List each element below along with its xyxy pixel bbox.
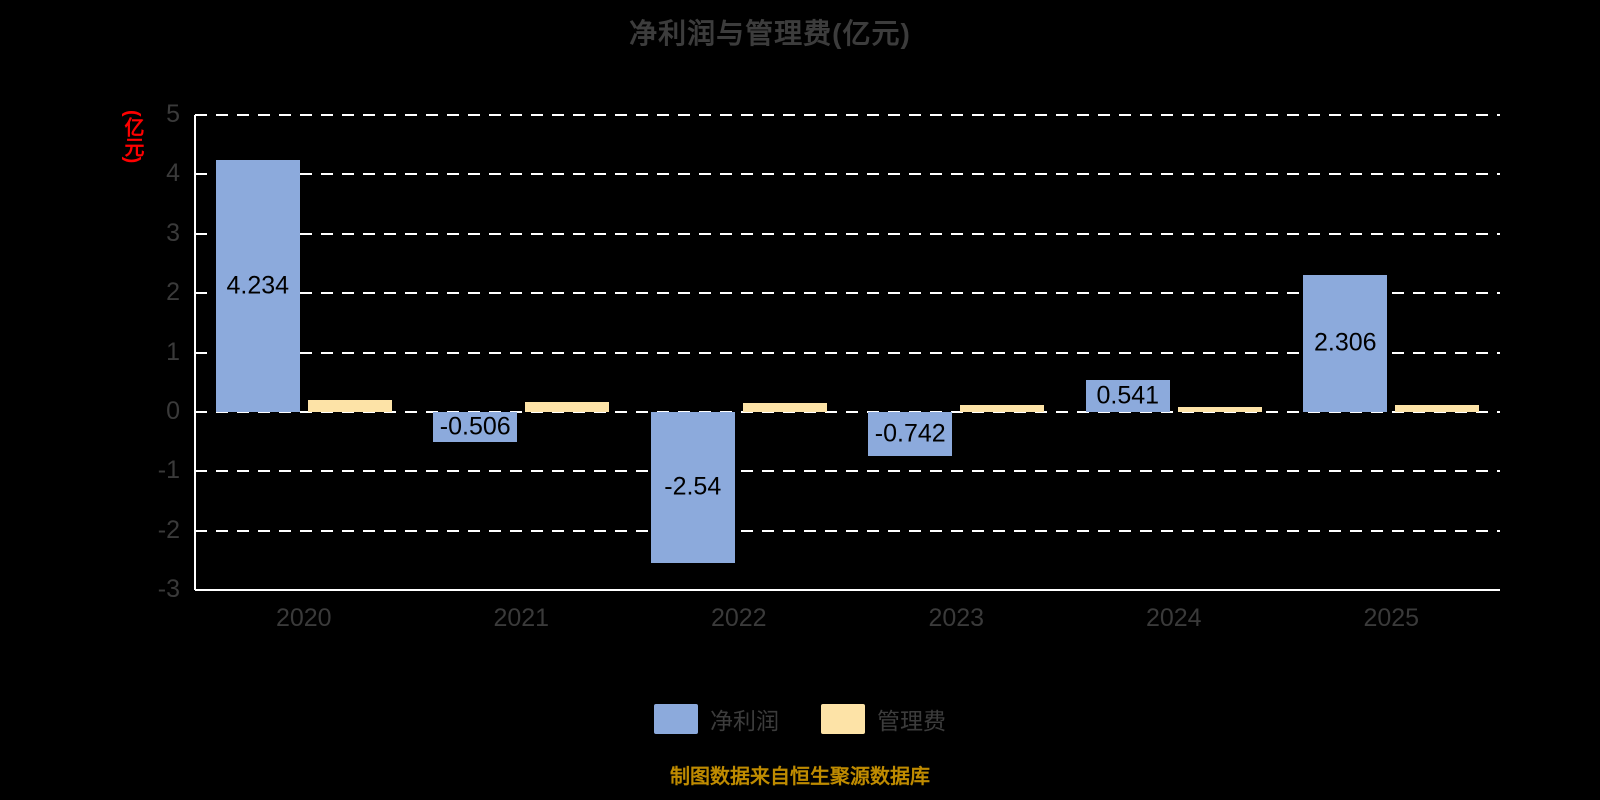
- bar-value-label-net-profit-2024: 0.541: [1096, 381, 1160, 410]
- bar-value-label-net-profit-2023: -0.742: [874, 419, 946, 448]
- bar-net-profit-2023: [868, 411, 953, 456]
- bar-management-fee-2020: [307, 400, 392, 412]
- legend-item-management-fee: 管理费: [821, 702, 946, 736]
- chart-title: 净利润与管理费(亿元): [629, 18, 911, 49]
- bar-value-label-net-profit-2022: -2.54: [664, 472, 722, 501]
- y-tick-label-5: 5: [166, 100, 180, 128]
- bar-net-profit-2020: [215, 160, 300, 412]
- gridline-y-2: [195, 292, 1500, 295]
- y-tick-label-4: 4: [166, 159, 180, 188]
- x-tick-label-2021: 2021: [493, 604, 550, 632]
- bar-management-fee-2022: [742, 402, 827, 412]
- legend-label-net-profit: 净利润: [710, 708, 779, 734]
- bar-value-label-net-profit-2025: 2.306: [1313, 328, 1377, 357]
- management-fee-swatch: [821, 704, 865, 734]
- y-tick-label-0: 0: [166, 396, 180, 425]
- gridline-y-3: [195, 232, 1500, 235]
- x-tick-label-2023: 2023: [928, 604, 985, 632]
- y-axis-line: [194, 115, 196, 590]
- legend-label-management-fee: 管理费: [877, 708, 946, 734]
- y-tick-label-2: 2: [166, 278, 180, 307]
- gridline-y-1: [195, 351, 1500, 354]
- x-tick-label-2022: 2022: [710, 604, 767, 632]
- y-tick-label--3: -3: [157, 575, 180, 603]
- gridline-y--1: [195, 470, 1500, 473]
- gridline-y--2: [195, 529, 1500, 532]
- data-source-caption: 制图数据来自恒生聚源数据库: [670, 766, 930, 788]
- y-tick-label--2: -2: [157, 515, 180, 544]
- y-axis-unit-label: (亿元): [121, 110, 143, 164]
- bar-management-fee-2024: [1177, 407, 1262, 412]
- bar-net-profit-2024: [1085, 379, 1170, 412]
- bar-net-profit-2022: [650, 411, 735, 563]
- bar-management-fee-2025: [1395, 404, 1480, 412]
- gridline-y-5: [195, 114, 1500, 116]
- y-tick-label--1: -1: [157, 456, 180, 485]
- legend-item-net-profit: 净利润: [654, 702, 779, 736]
- legend: 净利润 管理费: [0, 702, 1600, 736]
- gridline-y-0: [195, 410, 1500, 413]
- x-tick-label-2020: 2020: [275, 604, 332, 632]
- y-tick-label-1: 1: [166, 337, 180, 366]
- bar-net-profit-2021: [433, 411, 518, 442]
- bar-value-label-net-profit-2020: 4.234: [226, 271, 290, 300]
- bar-net-profit-2025: [1303, 274, 1388, 412]
- bar-management-fee-2021: [525, 401, 610, 412]
- x-axis-line: [195, 589, 1500, 591]
- net-profit-swatch: [654, 704, 698, 734]
- bar-value-label-net-profit-2021: -0.506: [439, 412, 511, 441]
- x-tick-label-2024: 2024: [1145, 604, 1202, 632]
- bar-management-fee-2023: [960, 404, 1045, 412]
- gridline-y-4: [195, 173, 1500, 176]
- x-tick-label-2025: 2025: [1363, 604, 1420, 632]
- y-tick-label-3: 3: [166, 218, 180, 247]
